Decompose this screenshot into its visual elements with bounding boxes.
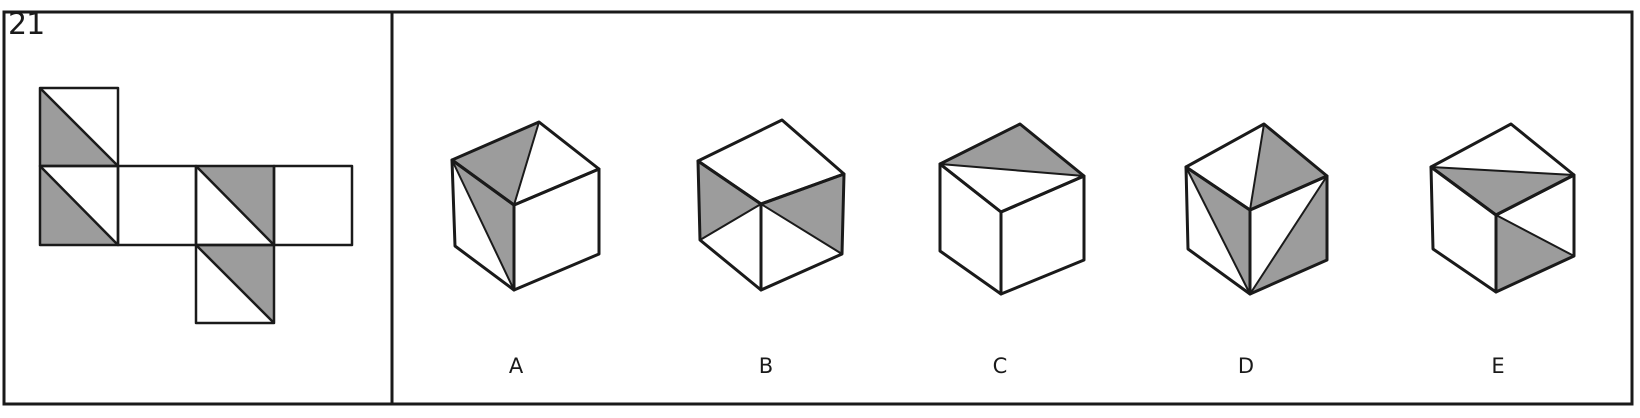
cube-option-b[interactable] [696,118,846,292]
option-label-e[interactable]: E [1491,354,1505,378]
cube-d-left-diagonal [1185,166,1251,295]
net-diagonal-bottom [195,244,275,324]
cube-b-right-shade [761,174,844,254]
net-face-bottom [194,243,276,325]
cube-a-top-shade [452,122,539,205]
cube-option-c[interactable] [938,122,1086,296]
cube-option-a[interactable] [450,120,601,292]
cube-a-top-diagonal [513,121,540,206]
net-diagonal-left [39,165,119,246]
option-label-c[interactable]: C [992,354,1008,378]
net-face-right [272,164,354,247]
cube-option-e[interactable] [1429,122,1576,294]
cube-a-right [512,167,601,292]
cube-d-right [1248,174,1329,296]
cube-e-top-shade [1431,167,1574,215]
cube-b-right-diagonal [760,203,843,255]
cube-c-top-shade [940,124,1084,176]
option-label-d[interactable]: D [1237,354,1255,378]
cube-a-left-diagonal [451,159,515,291]
cube-d-top-diagonal [1249,123,1265,211]
cube-net [38,86,354,325]
cube-d-top-shade [1250,124,1327,210]
cube-e-top-diagonal [1430,166,1575,176]
net-diagonal-center [195,165,275,246]
question-number: 21 [8,7,45,42]
option-label-b[interactable]: B [758,354,774,378]
option-label-a[interactable]: A [508,354,524,378]
cube-e-right-shade [1496,215,1574,292]
cube-b-left-diagonal [699,203,762,241]
cube-c-top-diagonal [939,163,1085,177]
cube-e-right-diagonal [1495,214,1575,257]
cube-d-right-diagonal [1249,175,1328,295]
cube-b-left-shade [698,161,761,240]
cube-option-d[interactable] [1184,122,1329,296]
cube-c-right [999,174,1086,296]
net-diagonal-top [39,87,119,167]
